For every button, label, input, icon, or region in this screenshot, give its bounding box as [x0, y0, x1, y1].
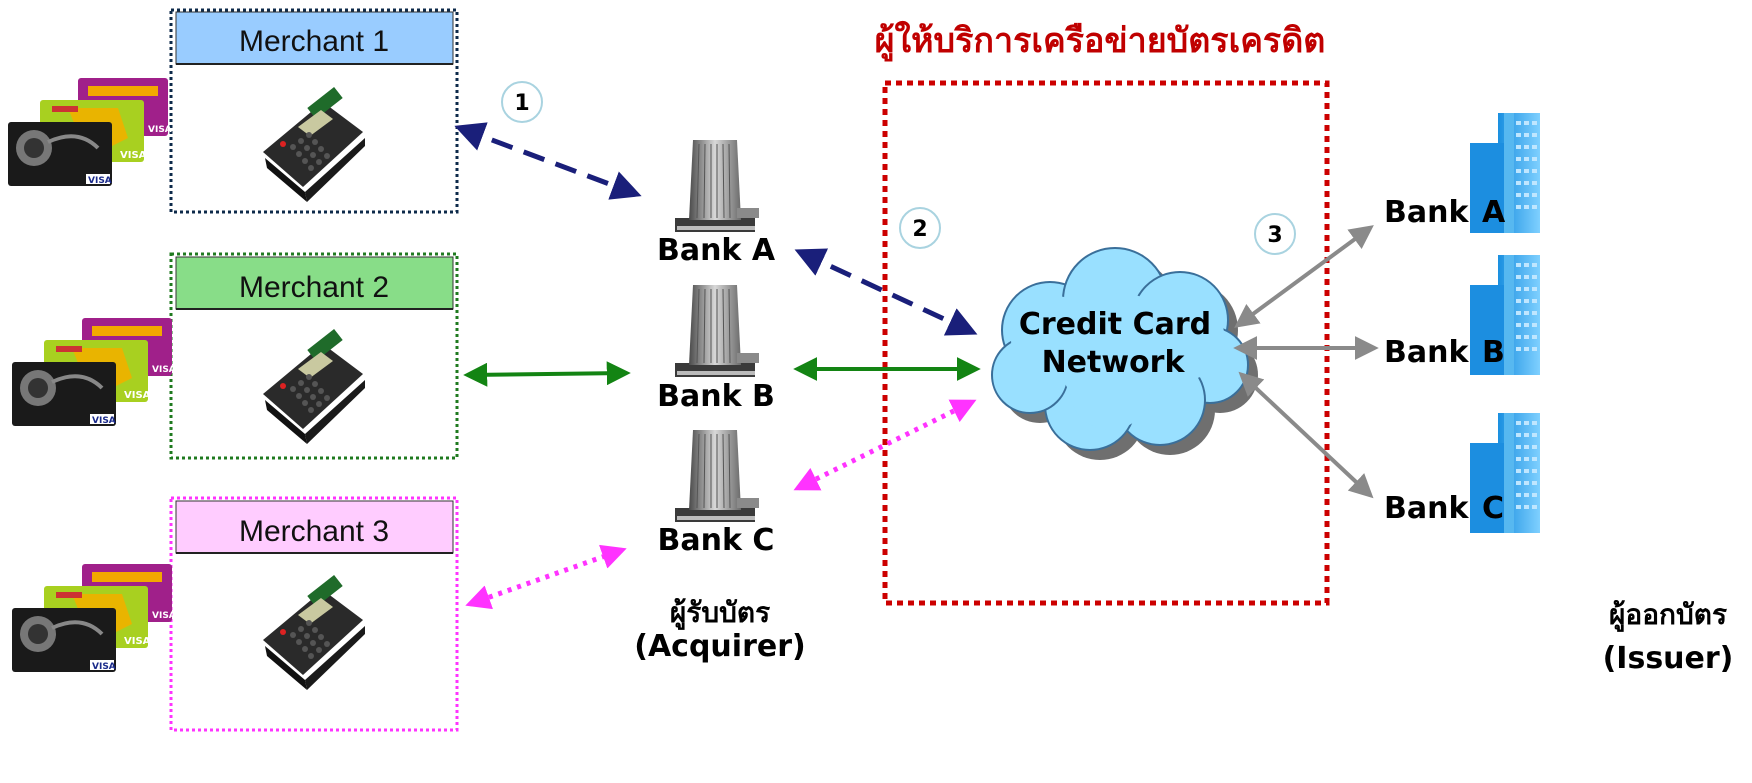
acquirer-bank-building-icon	[674, 139, 760, 233]
merchant-1-label: Merchant 1	[239, 25, 389, 58]
issuer-label-thai: ผู้ออกบัตร	[1609, 598, 1727, 632]
pos-terminal-icon	[263, 87, 365, 202]
acquirer-bank-b-label: Bank B	[657, 379, 775, 414]
acquirer-bank-building-icon	[674, 429, 760, 523]
issuer-bank-building-icon	[1470, 413, 1540, 533]
arrow-merchant2-bank-b	[463, 361, 631, 387]
issuer-bank-building-icon	[1470, 255, 1540, 375]
credit-card-network-cloud: Credit Card Network	[991, 247, 1258, 460]
acquirer-label-english: (Acquirer)	[634, 629, 805, 664]
step-1-marker: 1	[501, 81, 543, 123]
credit-cards-icon	[10, 316, 178, 428]
acquirer-bank-building-icon	[674, 284, 760, 378]
merchant-2: Merchant 2	[169, 252, 459, 460]
diagram-title: ผู้ให้บริการเครือข่ายบัตรเครดิต	[875, 20, 1326, 62]
issuer-bank-b-word: Bank	[1384, 335, 1469, 370]
svg-text:1: 1	[514, 91, 529, 116]
step-3-marker: 3	[1254, 213, 1296, 255]
issuer-bank-a-word: Bank	[1384, 195, 1469, 230]
acquirer-bank-a-label: Bank A	[657, 233, 776, 268]
issuer-bank-b-letter: B	[1482, 335, 1505, 370]
svg-text:3: 3	[1267, 223, 1282, 248]
issuer-label-english: (Issuer)	[1603, 641, 1734, 676]
arrow-bank-c-network	[793, 399, 977, 491]
arrow-network-issuer-a	[1234, 225, 1374, 328]
network-label-line2: Network	[1042, 345, 1186, 380]
acquirer-label-thai: ผู้รับบัตร	[670, 596, 770, 630]
arrow-network-issuer-c	[1238, 371, 1374, 499]
arrow-merchant3-bank-c	[465, 544, 627, 610]
issuer-bank-a-letter: A	[1482, 195, 1506, 230]
merchant-3-label: Merchant 3	[239, 515, 389, 548]
pos-terminal-icon	[263, 329, 365, 444]
network-label-line1: Credit Card	[1019, 307, 1211, 342]
issuer-bank-c-word: Bank	[1384, 491, 1469, 526]
merchant-2-label: Merchant 2	[239, 271, 389, 304]
credit-cards-icon	[10, 562, 178, 674]
issuer-bank-c-letter: C	[1482, 491, 1504, 526]
network-provider-area	[882, 80, 1330, 606]
merchant-3: Merchant 3	[169, 496, 459, 732]
svg-text:2: 2	[912, 217, 927, 242]
arrow-merchant1-bank-a	[454, 122, 642, 200]
credit-cards-icon	[6, 76, 174, 188]
merchant-1: Merchant 1	[169, 8, 459, 214]
acquirer-bank-c-label: Bank C	[658, 523, 775, 558]
step-2-marker: 2	[899, 207, 941, 249]
pos-terminal-icon	[263, 575, 365, 690]
